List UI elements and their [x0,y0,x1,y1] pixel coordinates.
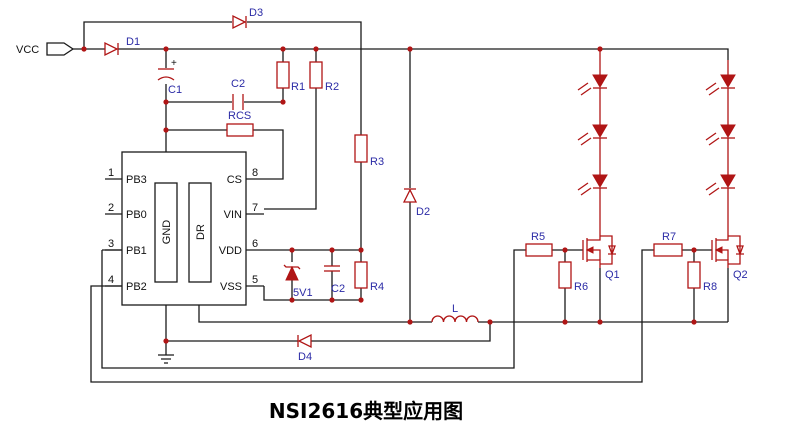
pin-name-vss: VSS [220,281,242,293]
resistor-r3: R3 [354,134,384,168]
resistor-r2: R2 [309,61,339,93]
ic-nsi2616: GND DR PB3 PB0 PB1 PB2 1 2 3 4 CS VIN VD… [108,151,258,306]
resistor-r6: R6 [558,261,588,293]
ic-gnd-label: GND [161,220,173,245]
diode-d1: D1 [104,36,140,57]
pin-name-pb1: PB1 [126,245,147,257]
c2-bottom-label: C2 [331,283,345,295]
r8-label: R8 [703,281,717,293]
c1-label: C1 [168,84,182,96]
ic-dr-label: DR [195,224,207,240]
zener-label: 5V1 [293,287,313,299]
pin-name-vdd: VDD [219,245,242,257]
pin-num-4: 4 [108,274,114,286]
diode-d3: D3 [232,7,263,30]
resistor-r4: R4 [354,261,384,293]
ground-symbol [158,354,174,364]
mosfet-q1: Q1 [582,232,620,281]
pin-num-7: 7 [252,202,258,214]
rcs-label: RCS [228,110,251,122]
ic-gnd-block [154,182,178,283]
capacitor-c1: + C1 [157,58,182,96]
resistor-r5: R5 [525,231,553,257]
vcc-label: VCC [16,44,39,56]
ic-dr-block [188,182,212,283]
q2-label: Q2 [733,269,748,281]
capacitor-c2-top: C2 [231,78,245,110]
r1-label: R1 [291,81,305,93]
d2-label: D2 [416,206,430,218]
r6-label: R6 [574,281,588,293]
inductor-l: L [431,303,479,323]
diode-d4: D4 [297,333,312,363]
wires [73,21,729,383]
r7-label: R7 [662,231,676,243]
pin-num-1: 1 [108,167,114,179]
inductor-label: L [452,303,458,315]
r4-label: R4 [370,281,384,293]
pin-name-pb3: PB3 [126,174,147,186]
d4-label: D4 [298,351,312,363]
resistor-r7: R7 [653,231,683,257]
led-string-2 [705,60,736,232]
pin-name-vin: VIN [224,209,242,221]
pin-num-3: 3 [108,238,114,250]
c2-top-label: C2 [231,78,245,90]
resistor-r1: R1 [276,61,305,93]
led-string-1 [577,49,608,232]
pin-name-pb0: PB0 [126,209,147,221]
diode-d2: D2 [402,188,430,218]
diagram-title: NSI2616典型应用图 [269,399,463,423]
pin-name-cs: CS [227,174,242,186]
zener-5v1: 5V1 [283,264,313,299]
mosfet-q2: Q2 [711,232,748,281]
junction-dots [81,46,697,344]
d1-label: D1 [126,36,140,48]
pin-num-2: 2 [108,202,114,214]
pin-name-pb2: PB2 [126,281,147,293]
pin-num-8: 8 [252,167,258,179]
vcc-port: VCC [16,42,75,56]
pin-num-5: 5 [252,274,258,286]
d3-label: D3 [249,7,263,19]
c1-plus: + [171,58,177,69]
capacitor-c2-bottom: C2 [324,265,345,295]
resistor-rcs: RCS [226,110,254,137]
q1-label: Q1 [605,269,620,281]
r5-label: R5 [531,231,545,243]
r2-label: R2 [325,81,339,93]
r3-label: R3 [370,156,384,168]
resistor-r8: R8 [687,261,717,293]
pin-num-6: 6 [252,238,258,250]
